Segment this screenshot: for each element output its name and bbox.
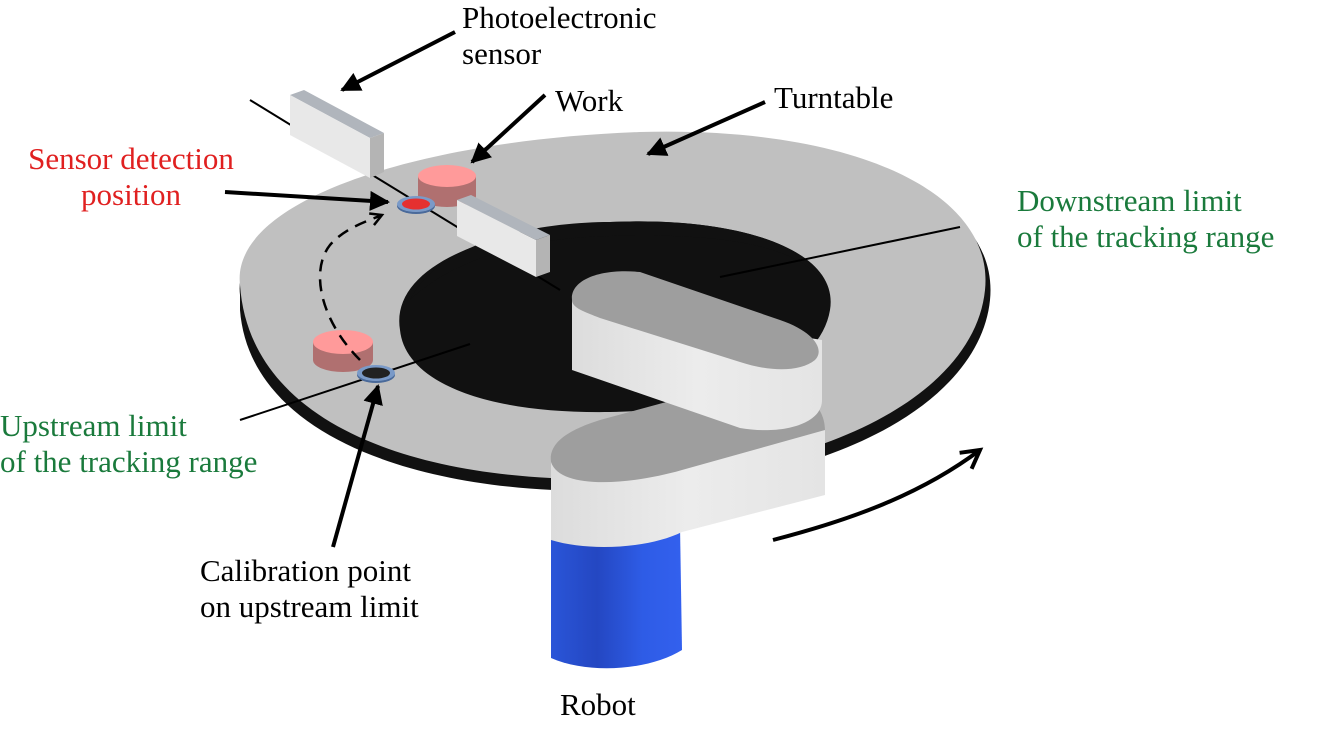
label-line: Photoelectronic (462, 0, 657, 35)
photoelectronic-sensor-front (457, 195, 550, 277)
photoelectronic-sensor-rear (290, 90, 384, 178)
work-upstream (313, 330, 373, 372)
label-line: Calibration point (200, 553, 411, 588)
label-photoelectronic-sensor: Photoelectronic sensor (462, 0, 657, 72)
arrow-to-calibration-point (331, 384, 383, 548)
label-calibration-point: Calibration point on upstream limit (200, 553, 419, 625)
robot-base (551, 515, 682, 669)
label-turntable: Turntable (774, 80, 894, 115)
arrow-to-sensor (340, 30, 456, 92)
arrow-to-detection-position (224, 190, 390, 211)
upstream-limit-line (239, 343, 471, 421)
label-line: Upstream limit (0, 408, 187, 443)
label-line: on upstream limit (200, 589, 419, 624)
label-sensor-detection-position: Sensor detection position (4, 141, 258, 213)
label-line: Downstream limit (1017, 183, 1242, 218)
arrow-to-work (470, 93, 547, 164)
label-robot: Robot (560, 687, 636, 722)
label-line: Sensor detection (28, 141, 234, 176)
robot-upper-arm (571, 271, 822, 431)
label-line: of the tracking range (1017, 219, 1275, 254)
downstream-limit-line (719, 226, 961, 278)
label-upstream-limit: Upstream limit of the tracking range (0, 408, 257, 480)
label-line: position (81, 177, 181, 212)
label-line: sensor (462, 36, 542, 71)
label-downstream-limit: Downstream limit of the tracking range (1017, 183, 1274, 255)
sensor-detection-marker (397, 196, 435, 214)
arrow-to-turntable (646, 100, 766, 156)
calibration-point-marker (357, 365, 395, 383)
label-line: of the tracking range (0, 444, 258, 479)
tracking-path-dashed (318, 215, 382, 361)
label-work: Work (555, 83, 624, 118)
rotation-direction-arrow (772, 450, 980, 542)
